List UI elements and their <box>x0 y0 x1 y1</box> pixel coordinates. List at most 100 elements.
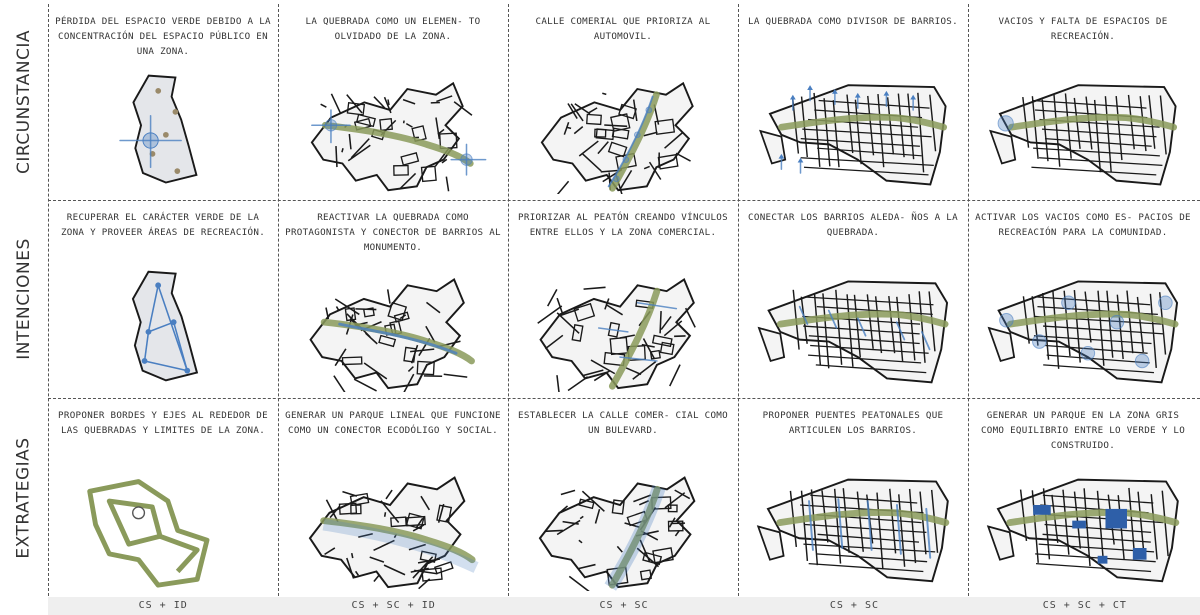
blue-node <box>155 282 162 289</box>
blue-node <box>184 367 191 374</box>
matrix-cell: ACTIVAR LOS VACIOS COMO ES- PACIOS DE RE… <box>968 200 1198 398</box>
blue-node <box>622 156 630 163</box>
column-divider <box>48 4 49 596</box>
street-map <box>309 278 468 392</box>
blue-axis <box>144 360 188 372</box>
blue-node <box>1158 295 1173 311</box>
matrix-cell: ESTABLECER LA CALLE COMER- CIAL COMO UN … <box>508 398 738 597</box>
blue-node <box>997 115 1014 132</box>
cell-caption: PROPONER BORDES Y EJES AL REDEDOR DE LAS… <box>58 410 268 436</box>
blue-axis <box>866 500 873 551</box>
cell-diagram <box>738 462 968 591</box>
map-diagram <box>989 84 1178 186</box>
blue-axis <box>856 317 867 337</box>
row-label-text: EXTRATEGIAS <box>14 436 35 559</box>
map-diagram <box>540 81 694 194</box>
street-map <box>538 476 696 591</box>
matrix-cell: PROPONER PUENTES PEATONALES QUE ARTICULE… <box>738 398 968 597</box>
blue-node <box>612 175 620 183</box>
footer-label: CS + SC + ID <box>351 600 436 611</box>
blue-node <box>460 153 473 166</box>
green-corridor <box>1006 310 1179 328</box>
column-divider <box>278 4 279 596</box>
blue-axis <box>920 331 931 351</box>
blue-axis <box>808 500 814 551</box>
map-diagram <box>756 478 950 583</box>
footer-label: CS + ID <box>138 600 188 611</box>
street-map <box>986 478 1179 583</box>
green-corridor <box>608 485 661 589</box>
cell-caption: ESTABLECER LA CALLE COMER- CIAL COMO UN … <box>518 410 728 436</box>
blue-node <box>633 131 641 139</box>
cell-diagram <box>968 462 1198 591</box>
blue-arrow-icon <box>910 94 916 100</box>
blue-axis <box>143 331 150 362</box>
cell-caption: RECUPERAR EL CARÁCTER VERDE DE LA ZONA Y… <box>60 212 266 238</box>
map-diagram <box>308 476 479 590</box>
blue-node <box>1109 314 1125 330</box>
blue-node <box>324 119 338 132</box>
map-diagram <box>759 84 948 186</box>
blue-axis <box>619 356 658 362</box>
matrix-cell: REACTIVAR LA QUEBRADA COMO PROTAGONISTA … <box>278 200 508 398</box>
map-diagram <box>537 278 696 392</box>
cell-caption: REACTIVAR LA QUEBRADA COMO PROTAGONISTA … <box>285 212 501 253</box>
blue-block <box>1072 520 1086 529</box>
row-divider <box>48 398 1200 399</box>
blue-arrow-icon <box>778 153 785 159</box>
matrix-cell: RECUPERAR EL CARÁCTER VERDE DE LA ZONA Y… <box>48 200 278 398</box>
blue-arrow-icon <box>790 94 796 100</box>
row-label: INTENCIONES <box>0 200 48 398</box>
blue-arrow-icon <box>854 92 861 98</box>
blue-axis <box>798 305 809 325</box>
row-label-text: INTENCIONES <box>14 238 34 360</box>
footer-bar: CS + ID CS + SC + ID CS + SC CS + SC CS … <box>48 597 1200 615</box>
blue-axis <box>895 321 906 341</box>
column-divider <box>738 4 739 596</box>
row-label: EXTRATEGIAS <box>0 398 48 597</box>
cell-caption: CONECTAR LOS BARRIOS ALEDA- ÑOS A LA QUE… <box>748 212 958 238</box>
blue-node <box>145 328 152 335</box>
green-network <box>87 479 210 588</box>
blue-node <box>141 358 148 364</box>
blue-node <box>1134 353 1150 369</box>
street-map <box>756 478 949 583</box>
blue-node <box>1061 295 1076 311</box>
matrix-cell: CONECTAR LOS BARRIOS ALEDA- ÑOS A LA QUE… <box>738 200 968 398</box>
cell-diagram <box>508 264 738 392</box>
cell-caption: CALLE COMERIAL QUE PRIORIZA AL AUTOMOVIL… <box>535 16 711 42</box>
blue-axis <box>827 309 838 329</box>
zone-outline <box>132 74 198 184</box>
cell-diagram <box>508 68 738 194</box>
map-diagram <box>87 479 210 588</box>
cell-caption: GENERAR UN PARQUE LINEAL QUE FUNCIONE CO… <box>285 410 501 436</box>
matrix-cell: PÉRDIDA DEL ESPACIO VERDE DEBIDO A LA CO… <box>48 4 278 200</box>
cell-caption: PÉRDIDA DEL ESPACIO VERDE DEBIDO A LA CO… <box>55 16 271 57</box>
map-diagram <box>309 278 475 392</box>
blue-node <box>645 106 653 114</box>
cell-caption: ACTIVAR LOS VACIOS COMO ES- PACIOS DE RE… <box>975 212 1191 238</box>
green-corridor <box>776 310 949 328</box>
blue-axis <box>147 285 159 333</box>
green-point <box>174 168 181 174</box>
cell-diagram <box>48 264 278 392</box>
cell-caption: LA QUEBRADA COMO UN ELEMEN- TO OLVIDADO … <box>305 16 481 42</box>
map-diagram <box>131 270 199 382</box>
blue-arrow-icon <box>797 157 804 163</box>
matrix-cell: GENERAR UN PARQUE EN LA ZONA GRIS COMO E… <box>968 398 1198 597</box>
street-map <box>759 84 947 186</box>
blue-node <box>1080 345 1096 361</box>
column-divider <box>968 4 969 596</box>
blue-axis <box>837 498 844 549</box>
blue-axis <box>896 504 902 555</box>
row-label: CIRCUNSTANCIA <box>0 4 48 200</box>
matrix-cell: VACIOS Y FALTA DE ESPACIOS DE RECREACIÓN… <box>968 4 1198 200</box>
matrix-cell: GENERAR UN PARQUE LINEAL QUE FUNCIONE CO… <box>278 398 508 597</box>
blue-axis <box>172 321 188 371</box>
map-diagram <box>987 280 1179 384</box>
cell-diagram <box>968 264 1198 392</box>
matrix-cell: PROPONER BORDES Y EJES AL REDEDOR DE LAS… <box>48 398 278 597</box>
green-point <box>163 131 169 138</box>
blue-block <box>1105 508 1127 529</box>
blue-axis <box>338 322 458 355</box>
